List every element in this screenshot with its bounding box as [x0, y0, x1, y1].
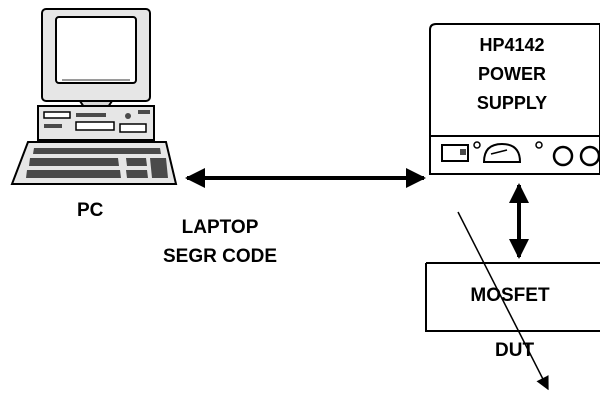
- panel-knob-icon: [552, 145, 574, 167]
- pc-computer-icon: [10, 8, 178, 185]
- power-supply-unit: [429, 23, 600, 175]
- link-caption-line: SEGR CODE: [163, 246, 278, 267]
- power-supply-title-line: POWER: [477, 64, 546, 84]
- panel-knob-icon: [579, 145, 600, 167]
- mosfet-label: MOSFET: [470, 285, 550, 306]
- power-supply-title: HP4142 POWER SUPPLY: [430, 31, 594, 118]
- panel-meter-icon: [482, 142, 522, 163]
- pc-label: PC: [77, 200, 104, 221]
- monitor-screen: [55, 16, 137, 84]
- link-caption: LAPTOP SEGR CODE: [163, 213, 277, 271]
- mosfet-box: [425, 262, 600, 332]
- power-supply-title-line: SUPPLY: [476, 93, 548, 113]
- incident-particle-arrow: [457, 211, 549, 391]
- link-caption-line: LAPTOP: [181, 217, 259, 238]
- power-supply-title-line: HP4142: [479, 35, 545, 55]
- dut-label: DUT: [495, 340, 535, 361]
